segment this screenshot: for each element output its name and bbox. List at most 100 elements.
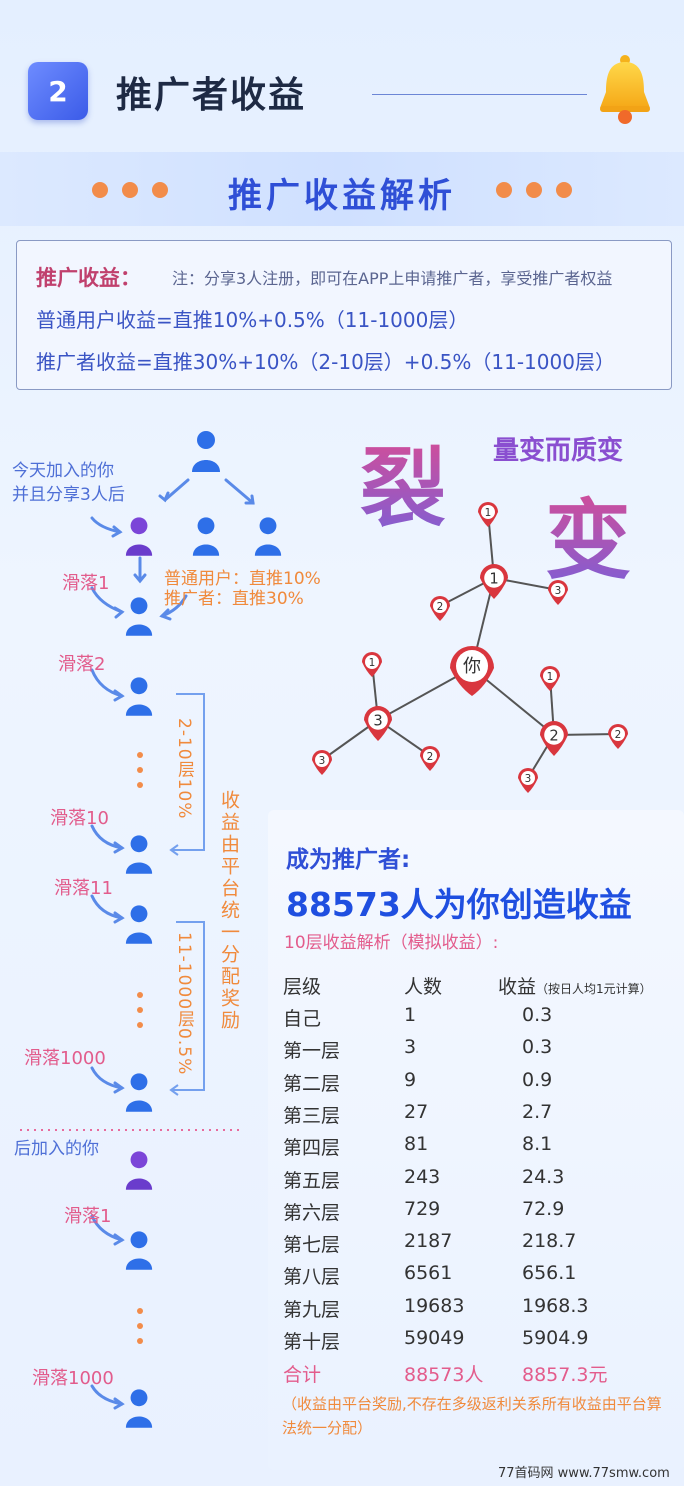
cell-income: 24.3: [522, 1165, 565, 1188]
user-icon: [192, 431, 220, 472]
cell-level: 第一层: [283, 1040, 341, 1063]
fission-node: 3: [312, 750, 332, 775]
join-today-line1: 今天加入的你: [12, 461, 114, 481]
svg-text:1: 1: [485, 507, 492, 519]
user-icon: [125, 1389, 153, 1428]
table-header: 层级 人数 收益（按日人均1元计算）: [283, 972, 683, 1004]
cell-count: 81: [404, 1133, 429, 1156]
flow-arrows: [20, 478, 255, 1410]
cell-income: 0.3: [522, 1036, 553, 1059]
cell-count: 1: [404, 1004, 417, 1026]
header-income: 收益（按日人均1元计算）: [498, 976, 652, 998]
cell-income: 8.1: [522, 1133, 553, 1156]
user-self-icon: [125, 517, 153, 556]
info-note: 注：分享3人注册，即可在APP上申请推广者，享受推广者权益: [172, 269, 613, 288]
cell-level: 第六层: [283, 1201, 341, 1224]
layer-11-1000-label: 11-1000层0.5%: [174, 932, 194, 1076]
ellipsis-dots: [137, 1308, 143, 1353]
svg-text:1: 1: [369, 657, 376, 669]
info-line-normal: 普通用户收益=直推10%+0.5%（11-1000层）: [36, 308, 469, 332]
fission-char-2: 变: [545, 470, 631, 595]
platform-distribution-note: 收益由平台统一分配奖励: [218, 790, 240, 1032]
fission-node: 1: [362, 651, 382, 677]
ellipsis-dots: [137, 752, 143, 797]
slide-1000-label: 滑落1000: [24, 1048, 106, 1069]
user-icon: [125, 905, 153, 944]
svg-text:2: 2: [615, 729, 622, 741]
user-self-icon: [125, 1151, 153, 1190]
banner-dots-left: [92, 182, 168, 198]
svg-text:3: 3: [319, 755, 326, 767]
cell-level: 第二层: [283, 1072, 341, 1095]
title-divider: [372, 94, 587, 95]
direct-promoter-label: 推广者：直推30%: [164, 589, 304, 609]
cell-count: 729: [404, 1197, 441, 1220]
fission-node: 2: [608, 723, 628, 749]
total-level: 合计: [283, 1364, 322, 1386]
cell-level: 第八层: [283, 1266, 341, 1289]
fission-node: 1: [540, 666, 560, 691]
cell-income: 0.9: [522, 1068, 553, 1091]
fission-node: 3: [548, 580, 568, 605]
ellipsis-dots: [137, 992, 143, 1037]
cell-income: 5904.9: [522, 1327, 589, 1349]
fission-node: 3: [364, 706, 392, 741]
banner-dots-right: [496, 182, 572, 198]
cell-count: 3: [404, 1036, 417, 1059]
banner-title: 推广收益解析: [228, 176, 456, 216]
cell-count: 9: [404, 1068, 417, 1091]
bell-icon: [600, 55, 650, 124]
svg-text:1: 1: [489, 570, 498, 587]
user-icon: [125, 677, 153, 716]
svg-text:3: 3: [525, 773, 532, 785]
cell-income: 72.9: [522, 1197, 565, 1220]
fission-node: 2: [420, 746, 440, 771]
cell-level: 第五层: [283, 1169, 341, 1192]
join-today-line2: 并且分享3人后: [12, 485, 125, 505]
table-row: 第二层 9 0.9: [283, 1069, 683, 1101]
info-box: [16, 240, 672, 390]
panel-headline: 88573人为你创造收益: [286, 885, 632, 924]
fission-node: 3: [518, 768, 538, 793]
header-level: 层级: [283, 976, 322, 998]
slide-10-label: 滑落10: [50, 808, 109, 829]
cell-count: 2187: [404, 1230, 453, 1253]
svg-text:2: 2: [427, 751, 434, 763]
fission-node: 1: [478, 502, 498, 527]
slide-2-label: 滑落2: [58, 654, 106, 675]
user-icon: [192, 517, 220, 556]
cell-count: 27: [404, 1100, 429, 1123]
svg-text:2: 2: [437, 601, 444, 613]
panel-footnote: （收益由平台奖励,不存在多级返利关系所有收益由平台算法统一分配）: [282, 1395, 662, 1437]
svg-text:2: 2: [549, 727, 558, 744]
fission-node: 2: [430, 596, 450, 621]
header-count: 人数: [404, 976, 443, 998]
table-row: 第四层 81 8.1: [283, 1133, 683, 1165]
join-later-label: 后加入的你: [14, 1139, 99, 1159]
fission-char-1: 裂: [360, 418, 446, 543]
center-node-you: 你: [450, 646, 494, 696]
slide-11-label: 滑落11: [54, 878, 113, 899]
cell-level: 第四层: [283, 1137, 341, 1160]
svg-text:3: 3: [373, 712, 382, 729]
info-line-promoter: 推广者收益=直推30%+10%（2-10层）+0.5%（11-1000层）: [36, 350, 615, 374]
cell-level: 第九层: [283, 1298, 341, 1321]
cell-level: 第十层: [283, 1331, 341, 1353]
direct-normal-label: 普通用户：直推10%: [164, 569, 321, 589]
slide-1000-label-b: 滑落1000: [32, 1368, 114, 1389]
cell-income: 218.7: [522, 1230, 577, 1253]
earnings-panel: [268, 810, 684, 1470]
cell-level: 自己: [283, 1008, 322, 1030]
total-income: 8857.3元: [522, 1364, 608, 1386]
cell-count: 19683: [404, 1294, 465, 1317]
info-label: 推广收益：: [36, 266, 141, 290]
fission-slogan: 量变而质变: [493, 436, 624, 466]
table-row: 第一层 3 0.3: [283, 1036, 683, 1068]
layer-2-10-label: 2-10层10%: [174, 718, 194, 820]
total-count: 88573人: [404, 1364, 484, 1386]
